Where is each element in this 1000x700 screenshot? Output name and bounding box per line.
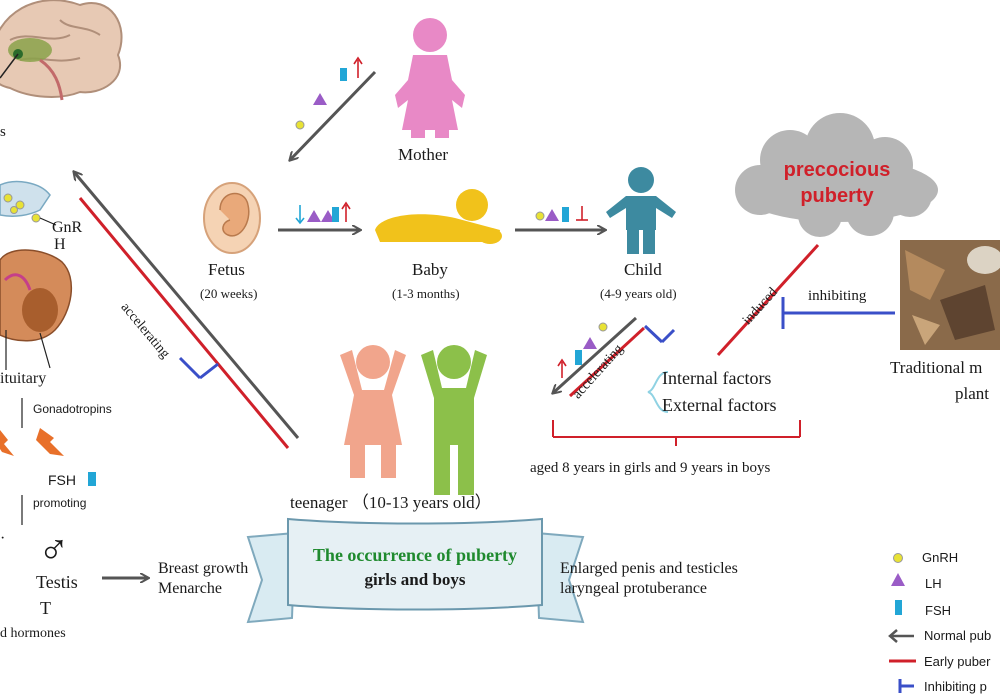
herbal-medicine-image [900,240,1000,350]
male-symbol: ♂ [38,524,70,571]
gnrh-label: GnR H [52,219,82,253]
legend-gnrh: GnRH [922,550,959,565]
induced-red-line [716,243,820,357]
banner-subtitle: girls and boys [364,570,466,589]
left-effects-line1: Breast growth [158,560,249,577]
child-label: Child [624,260,662,279]
precocious-cloud [735,113,938,237]
medicine-label-line1: Traditional m [890,358,983,377]
legend-fsh: FSH [925,603,951,618]
left-effects-line2: Menarche [158,580,222,597]
precocious-line2: puberty [800,185,874,207]
gonadotropins-label: Gonadotropins [33,402,112,416]
fetus-figure [203,182,261,254]
mother-figure [395,18,465,138]
pituitary-illustration [0,180,96,525]
precocious-line1: precocious [783,159,891,181]
fetus-hormone-icons [295,201,351,225]
right-effects-line2: laryngeal protuberance [560,580,708,597]
external-factors-label: External factors [662,395,777,415]
baby-label: Baby [412,260,448,279]
legend-inhibiting: Inhibiting p [924,679,987,694]
fsh-label: FSH [48,472,76,488]
legend-icons [888,553,916,693]
puberty-banner [246,517,585,624]
testis-label: Testis [36,572,78,592]
factors-bracket [647,371,669,413]
banner-title: The occurrence of puberty [312,545,518,565]
left-edge-fragment: · [0,530,6,547]
teen-to-brain-normal-arrow [74,172,300,439]
teenager-label: teenager （10-13 years old） [290,493,492,512]
boy-figure [421,345,487,495]
inhibiting-label: inhibiting [808,288,867,304]
girl-figure [340,345,406,478]
legend-lh: LH [925,576,942,591]
gnrh-label-line2: H [54,236,66,253]
child-figure [606,167,676,254]
child-to-teen-normal-arrow [553,316,638,393]
brain-illustration [0,0,123,101]
baby-sub-label: (1-3 months) [392,286,460,301]
baby-figure [375,189,502,244]
legend-early: Early puber [924,654,991,669]
age-red-bracket [552,420,801,446]
legend-normal: Normal pub [924,628,992,643]
fetus-sub-label: (20 weeks) [200,286,258,301]
right-effects-line1: Enlarged penis and testicles [560,560,738,577]
medicine-label-line2: plant [955,384,989,403]
testosterone-label: T [40,598,51,618]
inhibit-marker-child [643,324,676,344]
mother-hormone-icons [295,56,363,130]
internal-factors-label: Internal factors [662,368,772,388]
child-sub-label: (4-9 years old) [600,286,677,301]
mother-to-fetus-arrow [290,70,377,160]
gnrh-label-line1: GnR [52,219,83,236]
mother-label: Mother [398,145,449,164]
child-hormone-icons [557,322,608,378]
pituitary-label: ituitary [0,370,47,387]
child-to-teen-red-line [568,326,646,398]
age-note-label: aged 8 years in girls and 9 years in boy… [530,460,771,476]
baby-hormone-icons [535,206,588,222]
promoting-label: promoting [33,496,87,510]
hypothalamus-label-fragment: s [0,124,6,140]
precocious-puberty-label: precocious puberty [771,157,903,209]
early-puberty-red-line-left [78,197,290,449]
inhibiting-line [781,297,895,329]
hormones-label: d hormones [0,626,66,641]
inhibit-marker-left [178,356,219,380]
fetus-label: Fetus [208,260,245,279]
